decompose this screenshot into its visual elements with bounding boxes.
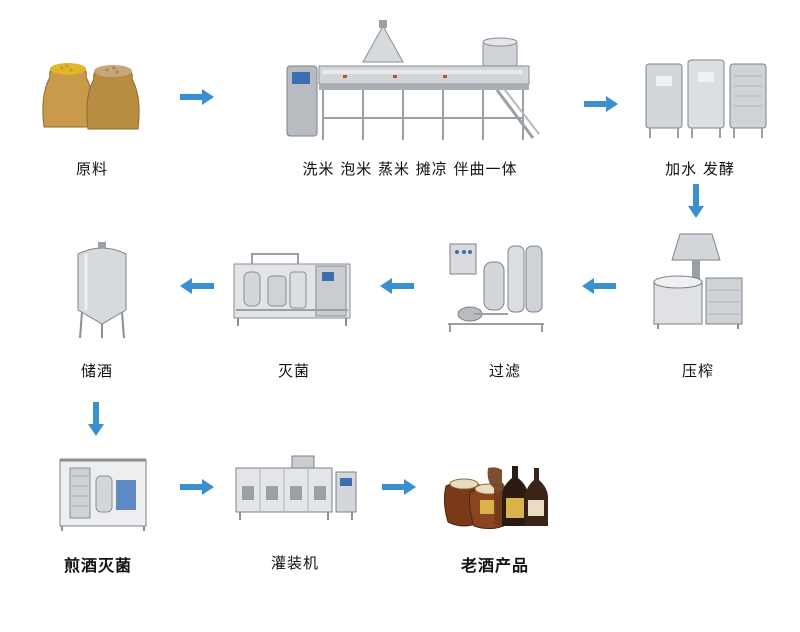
step-label-filter: 过滤 xyxy=(488,362,522,380)
step-label-sterilize: 灭菌 xyxy=(277,362,311,380)
rice-processing-line-icon xyxy=(283,18,541,148)
arrow-right-4 xyxy=(382,479,416,495)
filling-machine-icon xyxy=(232,452,360,522)
arrow-left-1 xyxy=(180,278,214,294)
plate-sterilizer-icon xyxy=(56,456,150,532)
arrow-left-3 xyxy=(582,278,616,294)
fermentation-tanks-icon xyxy=(642,56,770,140)
arrow-left-2 xyxy=(380,278,414,294)
filter-system-icon xyxy=(444,238,548,334)
arrow-right-1 xyxy=(180,89,214,105)
storage-tank-icon xyxy=(72,240,132,340)
sterilizer-unit-icon xyxy=(232,250,352,328)
step-label-rice-line: 洗米 泡米 蒸米 摊凉 伴曲一体 xyxy=(302,160,518,178)
arrow-down-1 xyxy=(688,184,704,218)
arrow-right-3 xyxy=(180,479,214,495)
step-label-boil-sterilize: 煎酒灭菌 xyxy=(63,556,133,575)
step-label-raw: 原料 xyxy=(75,160,109,178)
wine-jars-bottles-icon xyxy=(440,462,554,530)
step-label-product: 老酒产品 xyxy=(460,556,530,575)
step-label-press: 压榨 xyxy=(681,362,715,380)
step-label-filling: 灌装机 xyxy=(270,554,320,572)
press-machine-icon xyxy=(650,230,746,330)
arrow-right-2 xyxy=(584,96,618,112)
step-label-storage: 储酒 xyxy=(80,362,114,380)
grain-sacks-icon xyxy=(38,55,142,133)
step-label-fermentation: 加水 发酵 xyxy=(665,160,735,178)
arrow-down-2 xyxy=(88,402,104,436)
